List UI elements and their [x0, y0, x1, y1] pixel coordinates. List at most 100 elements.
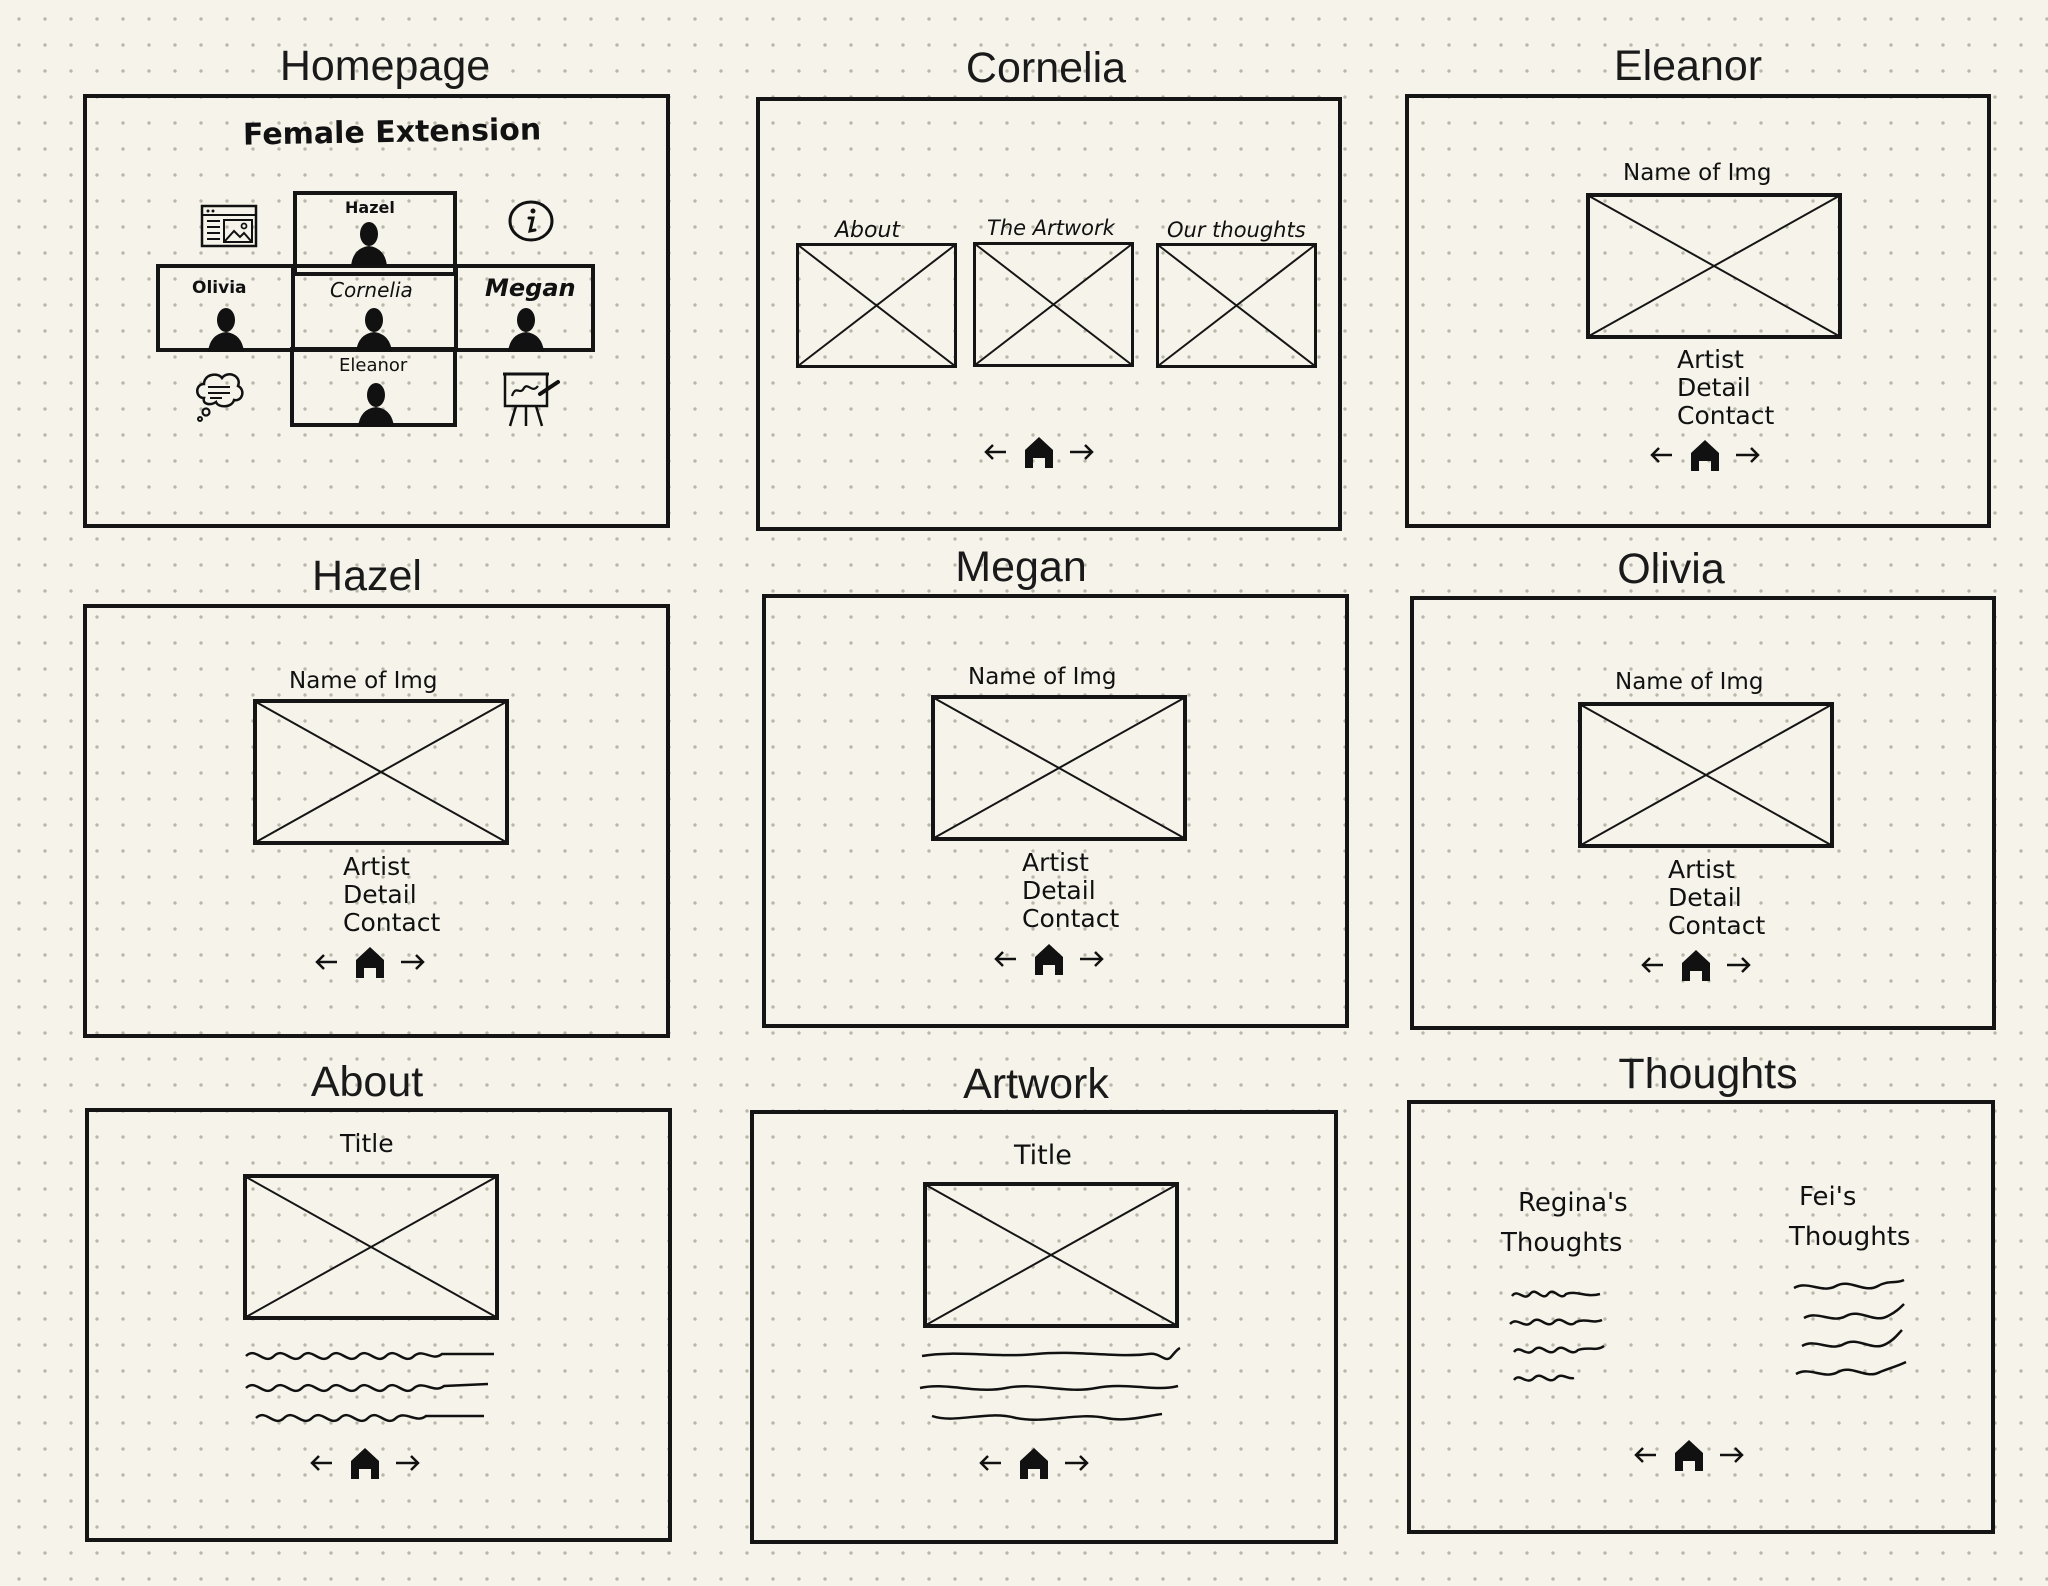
home-icon[interactable] [1691, 440, 1719, 471]
homepage-frame [83, 94, 670, 528]
eleanor-frame [1405, 94, 1991, 528]
olivia-frame [1410, 596, 1996, 1030]
text-placeholder-lines [1793, 1278, 1907, 1376]
artist-details: Artist Detail Contact [343, 853, 440, 937]
arrow-right-icon[interactable] [1070, 444, 1094, 460]
nav-bar [994, 944, 1104, 975]
person-silhouette-icon [358, 383, 394, 427]
nav-bar [979, 1448, 1089, 1479]
home-icon[interactable] [1682, 950, 1710, 981]
detail-link[interactable]: Detail [1668, 883, 1742, 912]
artist-details: Artist Detail Contact [1022, 849, 1119, 933]
artwork-title: Title [1014, 1140, 1072, 1171]
home-icon[interactable] [1025, 437, 1053, 468]
person-silhouette-icon [356, 308, 392, 352]
arrow-right-icon[interactable] [1080, 951, 1104, 967]
contact-link[interactable]: Contact [1677, 401, 1775, 430]
tile-label-eleanor: Eleanor [339, 355, 408, 376]
nav-bar [315, 947, 425, 978]
arrow-left-icon[interactable] [1650, 447, 1672, 463]
thoughts-frame [1407, 1100, 1995, 1534]
arrow-left-icon[interactable] [984, 444, 1006, 460]
text-placeholder-lines [919, 1346, 1181, 1421]
image-placeholder [243, 1174, 499, 1320]
person-silhouette-icon [508, 308, 544, 352]
frame-title-megan: Megan [955, 543, 1087, 591]
hazel-frame [83, 604, 670, 1038]
homepage-heading: Female Extension [242, 112, 542, 153]
frame-title-homepage: Homepage [279, 42, 491, 90]
image-placeholder [931, 695, 1187, 841]
home-icon[interactable] [351, 1448, 379, 1479]
tile-label-olivia: Olivia [192, 278, 247, 298]
frame-title-thoughts: Thoughts [1618, 1050, 1798, 1098]
about-title: Title [340, 1129, 394, 1158]
image-placeholder [796, 243, 957, 368]
feis-thoughts-label: Fei's Thoughts [1789, 1182, 1911, 1252]
arrow-left-icon[interactable] [979, 1455, 1001, 1471]
arrow-left-icon[interactable] [315, 954, 337, 970]
megan-frame [762, 594, 1349, 1028]
frame-title-hazel: Hazel [312, 552, 422, 600]
gallery-icon[interactable] [200, 204, 258, 248]
person-silhouette-icon [351, 222, 387, 266]
contact-link[interactable]: Contact [1022, 904, 1120, 933]
text-placeholder-lines [1509, 1290, 1605, 1382]
nav-bar [1634, 1440, 1744, 1471]
image-name-label: Name of Img [289, 668, 438, 694]
person-silhouette-icon [208, 308, 244, 352]
frame-title-eleanor: Eleanor [1613, 42, 1763, 90]
artist-details: Artist Detail Contact [1668, 856, 1765, 940]
arrow-left-icon[interactable] [994, 951, 1016, 967]
artist-link[interactable]: Artist [1677, 345, 1744, 374]
home-icon[interactable] [1675, 1440, 1703, 1471]
about-frame [85, 1108, 672, 1542]
arrow-right-icon[interactable] [1727, 957, 1751, 973]
arrow-right-icon[interactable] [396, 1455, 420, 1471]
arrow-left-icon[interactable] [1634, 1447, 1656, 1463]
nav-bar [984, 437, 1094, 468]
detail-link[interactable]: Detail [1022, 876, 1096, 905]
nav-bar [1650, 440, 1760, 471]
cornelia-section-thoughts[interactable]: Our thoughts [1167, 218, 1306, 242]
image-placeholder [1578, 702, 1834, 848]
frame-title-cornelia: Cornelia [965, 44, 1127, 92]
arrow-left-icon[interactable] [310, 1455, 332, 1471]
image-name-label: Name of Img [1615, 669, 1764, 695]
arrow-right-icon[interactable] [1065, 1455, 1089, 1471]
frame-title-about: About [310, 1058, 424, 1106]
frame-title-olivia: Olivia [1617, 545, 1725, 593]
contact-link[interactable]: Contact [343, 908, 441, 937]
artist-details: Artist Detail Contact [1677, 346, 1774, 430]
image-placeholder [1586, 193, 1842, 339]
arrow-left-icon[interactable] [1641, 957, 1663, 973]
contact-link[interactable]: Contact [1668, 911, 1766, 940]
detail-link[interactable]: Detail [343, 880, 417, 909]
nav-bar [1641, 950, 1751, 981]
arrow-right-icon[interactable] [401, 954, 425, 970]
detail-link[interactable]: Detail [1677, 373, 1751, 402]
cornelia-frame [756, 97, 1342, 531]
easel-icon[interactable] [502, 370, 562, 428]
tile-label-cornelia: Cornelia [330, 278, 413, 302]
arrow-right-icon[interactable] [1736, 447, 1760, 463]
info-icon[interactable] [507, 199, 555, 243]
reginas-thoughts-label: Regina's Thoughts [1501, 1188, 1628, 1258]
thought-bubble-icon[interactable] [192, 368, 246, 424]
artist-link[interactable]: Artist [343, 852, 410, 881]
image-placeholder [1156, 243, 1317, 368]
cornelia-section-about[interactable]: About [835, 218, 901, 243]
artist-link[interactable]: Artist [1022, 848, 1089, 877]
arrow-right-icon[interactable] [1720, 1447, 1744, 1463]
image-name-label: Name of Img [968, 664, 1117, 690]
cornelia-section-artwork[interactable]: The Artwork [987, 216, 1115, 240]
artist-link[interactable]: Artist [1668, 855, 1735, 884]
tile-hazel[interactable] [293, 191, 457, 276]
image-placeholder [923, 1182, 1179, 1328]
home-icon[interactable] [356, 947, 384, 978]
tile-label-hazel: Hazel [345, 198, 395, 217]
image-placeholder [973, 242, 1134, 367]
home-icon[interactable] [1020, 1448, 1048, 1479]
nav-bar [310, 1448, 420, 1479]
home-icon[interactable] [1035, 944, 1063, 975]
